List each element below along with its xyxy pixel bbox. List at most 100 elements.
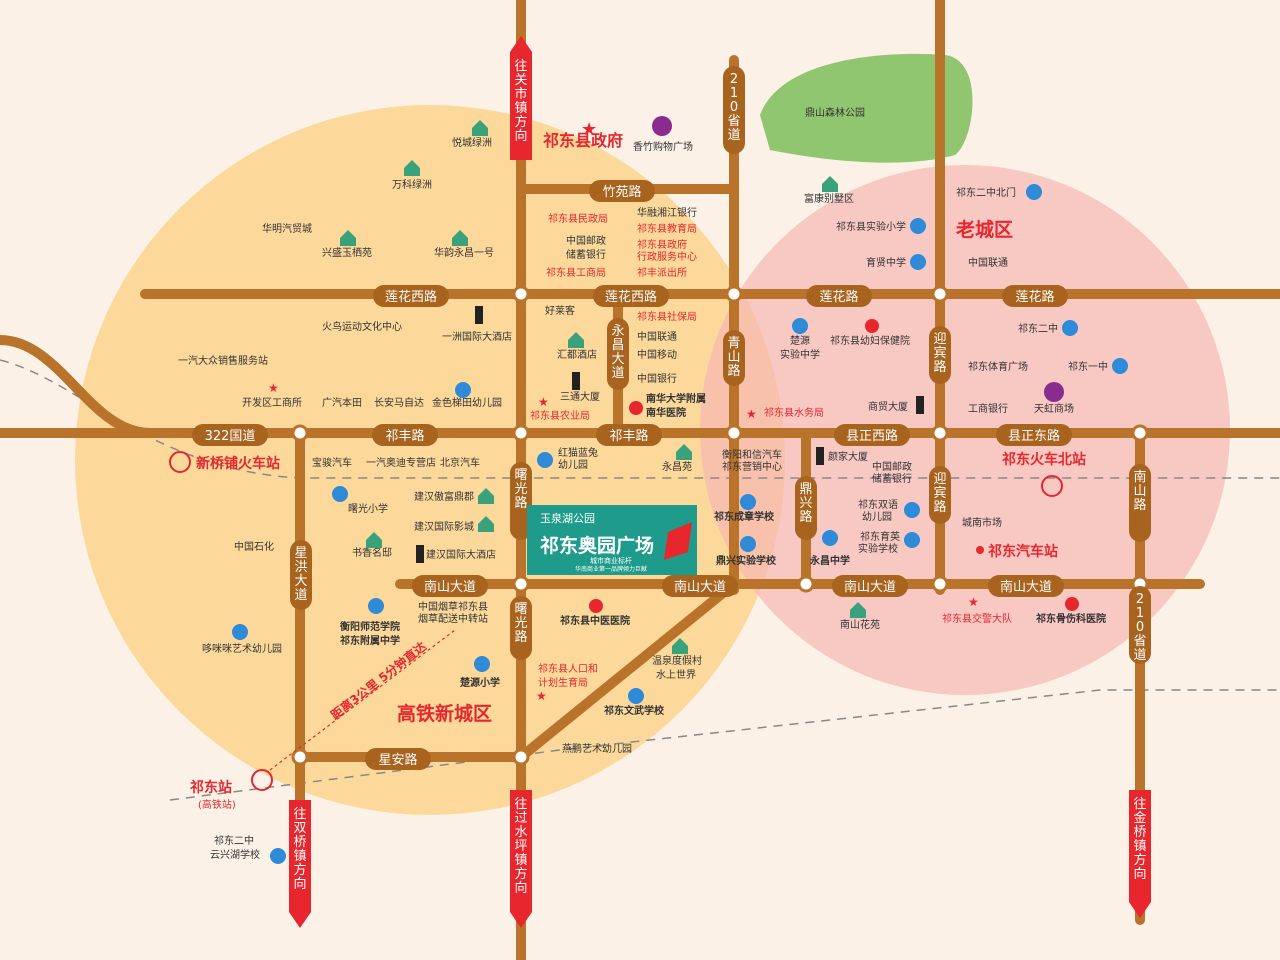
distance-line — [269, 629, 456, 771]
poi-beijing: 北京汽车 — [440, 456, 480, 469]
star-icon: ★ — [538, 395, 549, 409]
poi-gonghang: 工商银行 — [968, 402, 1008, 415]
poi-nonye: 祁东县农业局 — [530, 409, 590, 422]
direction-jinqiao: 往金桥镇方向 — [1129, 790, 1151, 918]
building-icon — [475, 306, 483, 324]
poi-wenquan-2: 水上世界 — [656, 669, 696, 681]
poi-nanhua-1: 南华大学附属 — [646, 392, 706, 405]
direction-arrows: 往关市镇方向 往过水坪镇方向 往双桥镇方向 往金桥镇方向 — [289, 36, 1151, 928]
poi-gushang: 祁东骨伤科医院 — [1036, 612, 1106, 625]
station-icon — [251, 769, 273, 791]
road-label-lianhua-2: 莲花路 — [1002, 285, 1068, 307]
shopping-icon — [1044, 382, 1064, 402]
poi-tianhong: 天虹商场 — [1034, 402, 1074, 415]
poi-chuyuan-shiyan-1: 楚源 — [790, 334, 810, 347]
poi-shuxiang: 书香名邸 — [352, 546, 392, 559]
poi-yidong: 中国移动 — [637, 348, 677, 361]
poi-jinse: 金色梯田幼儿园 — [432, 396, 502, 409]
school-icon — [740, 536, 756, 552]
svg-text:322国道: 322国道 — [205, 429, 256, 444]
poi-labels: 悦城绿洲 万科绿洲 华明汽贸城 兴盛玉栖苑 华韵永昌一号 香竹购物广场 祁东县民… — [178, 136, 1108, 861]
map-icons: ★ ★ ★ ★ ★ — [232, 116, 1128, 864]
project-name: 祁东奥园广场 — [540, 534, 654, 557]
poi-jiaoyu: 祁东县教育局 — [637, 222, 697, 235]
poi-xiangzhu: 香竹购物广场 — [633, 140, 693, 153]
svg-text:莲花路: 莲花路 — [819, 289, 858, 305]
direction-guanshi: 往关市镇方向 — [510, 36, 532, 160]
poi-yuxian: 育贤中学 — [866, 256, 906, 269]
shopping-icon — [652, 116, 672, 136]
poi-yanpeng: 燕鹏艺术幼儿园 — [562, 742, 632, 755]
residence-icon — [676, 444, 692, 460]
school-icon — [332, 486, 348, 502]
poi-chuyuan: 楚源小学 — [459, 676, 500, 689]
project-tagline: 城市商业标杆 — [590, 556, 632, 565]
svg-text:南山大道: 南山大道 — [844, 579, 896, 595]
poi-shiyan-xiao: 祁东县实验小学 — [836, 220, 906, 233]
poi-yizhong: 祁东一中 — [1068, 360, 1108, 373]
road-label-shuguang-1: 曙光路 — [514, 468, 527, 511]
poi-youzheng-1: 中国邮政 — [566, 234, 606, 247]
bus-station-dot-icon — [976, 546, 984, 554]
residence-icon — [340, 230, 356, 246]
school-icon — [1112, 358, 1128, 374]
svg-text:往关市镇方向: 往关市镇方向 — [514, 59, 527, 144]
road-label-xianzheng-dong: 县正东路 — [996, 424, 1072, 446]
svg-text:莲花西路: 莲花西路 — [605, 289, 657, 305]
road-label-nanshan-3: 南山大道 — [832, 575, 908, 597]
road-label-xingan: 星安路 — [365, 748, 431, 770]
poi-yizhou: 一洲国际大酒店 — [442, 330, 512, 343]
station-qidong-bei: 祁东火车北站 — [1002, 451, 1086, 468]
road-label-zhuyuan: 竹苑路 — [589, 180, 655, 202]
poi-hongmao-1: 红猫蓝兔 — [558, 446, 598, 459]
road-label-lianhua-1: 莲花路 — [806, 285, 872, 307]
poi-youzheng-e2: 储蓄银行 — [872, 472, 912, 485]
project-logo-icon — [664, 522, 692, 560]
poi-jianhan-hotel: 建汉国际大酒店 — [426, 548, 496, 561]
station-xinqiaopu: 新桥铺火车站 — [196, 455, 280, 472]
park-dingshan — [760, 53, 973, 163]
svg-text:莲花路: 莲花路 — [1015, 289, 1054, 305]
poi-hengxin-1: 衡阳和信汽车 — [722, 448, 782, 461]
hospital-icon — [629, 401, 643, 415]
poi-yuying-2: 实验学校 — [858, 542, 898, 555]
poi-yuecheng: 悦城绿洲 — [452, 136, 492, 149]
svg-text:南山大道: 南山大道 — [424, 579, 476, 595]
road-label-yongchang: 永昌大道 — [611, 324, 624, 381]
project-small: 华南商业第一品牌倾力巨献 — [575, 565, 647, 573]
star-icon: ★ — [268, 381, 279, 395]
poi-huayun: 华韵永昌一号 — [434, 246, 494, 259]
poi-yongchangyuan: 永昌苑 — [662, 460, 692, 473]
building-icon — [416, 545, 424, 563]
poi-kaifaqu: 开发区工商所 — [242, 396, 302, 409]
poi-yongchang-school: 永昌中学 — [809, 554, 850, 567]
forest-label: 鼎山森林公园 — [805, 106, 865, 119]
poi-yiqi: 一汽大众销售服务站 — [178, 354, 268, 367]
building-icon — [916, 396, 924, 414]
poi-yancao-2: 烟草配送中转站 — [418, 612, 488, 625]
poi-shuguang-school: 曙光小学 — [348, 502, 388, 515]
poi-shuangyu-2: 幼儿园 — [862, 510, 892, 523]
poi-dingxing-school: 鼎兴实验学校 — [716, 554, 777, 567]
poi-fukang: 富康别墅区 — [804, 192, 854, 205]
residence-icon — [478, 488, 494, 504]
project-block[interactable]: 玉泉湖公园 祁东奥园广场 城市商业标杆 华南商业第一品牌倾力巨献 — [527, 505, 697, 575]
poi-shuiwu: 祁东县水务局 — [764, 406, 824, 419]
poi-jiaojing: 祁东县交警大队 — [942, 612, 1012, 625]
poi-yuying-1: 祁东育英 — [860, 530, 900, 543]
building-icon — [816, 447, 824, 465]
poi-zhongyi: 祁东县中医医院 — [560, 614, 630, 627]
project-park: 玉泉湖公园 — [540, 511, 595, 525]
poi-changan: 长安马自达 — [374, 396, 424, 409]
school-icon — [910, 254, 926, 270]
school-icon — [368, 598, 384, 614]
poi-nanshanhuayuan: 南山花苑 — [840, 618, 880, 631]
poi-shebao: 祁东县社保局 — [637, 310, 697, 323]
poi-chuyuan-shiyan-2: 实验中学 — [780, 348, 820, 361]
station-qidong-sub: (高铁站) — [198, 798, 236, 811]
poi-haolaike: 好莱客 — [545, 304, 575, 317]
zone-circle-gaotie — [75, 105, 785, 815]
station-icon — [169, 451, 191, 473]
